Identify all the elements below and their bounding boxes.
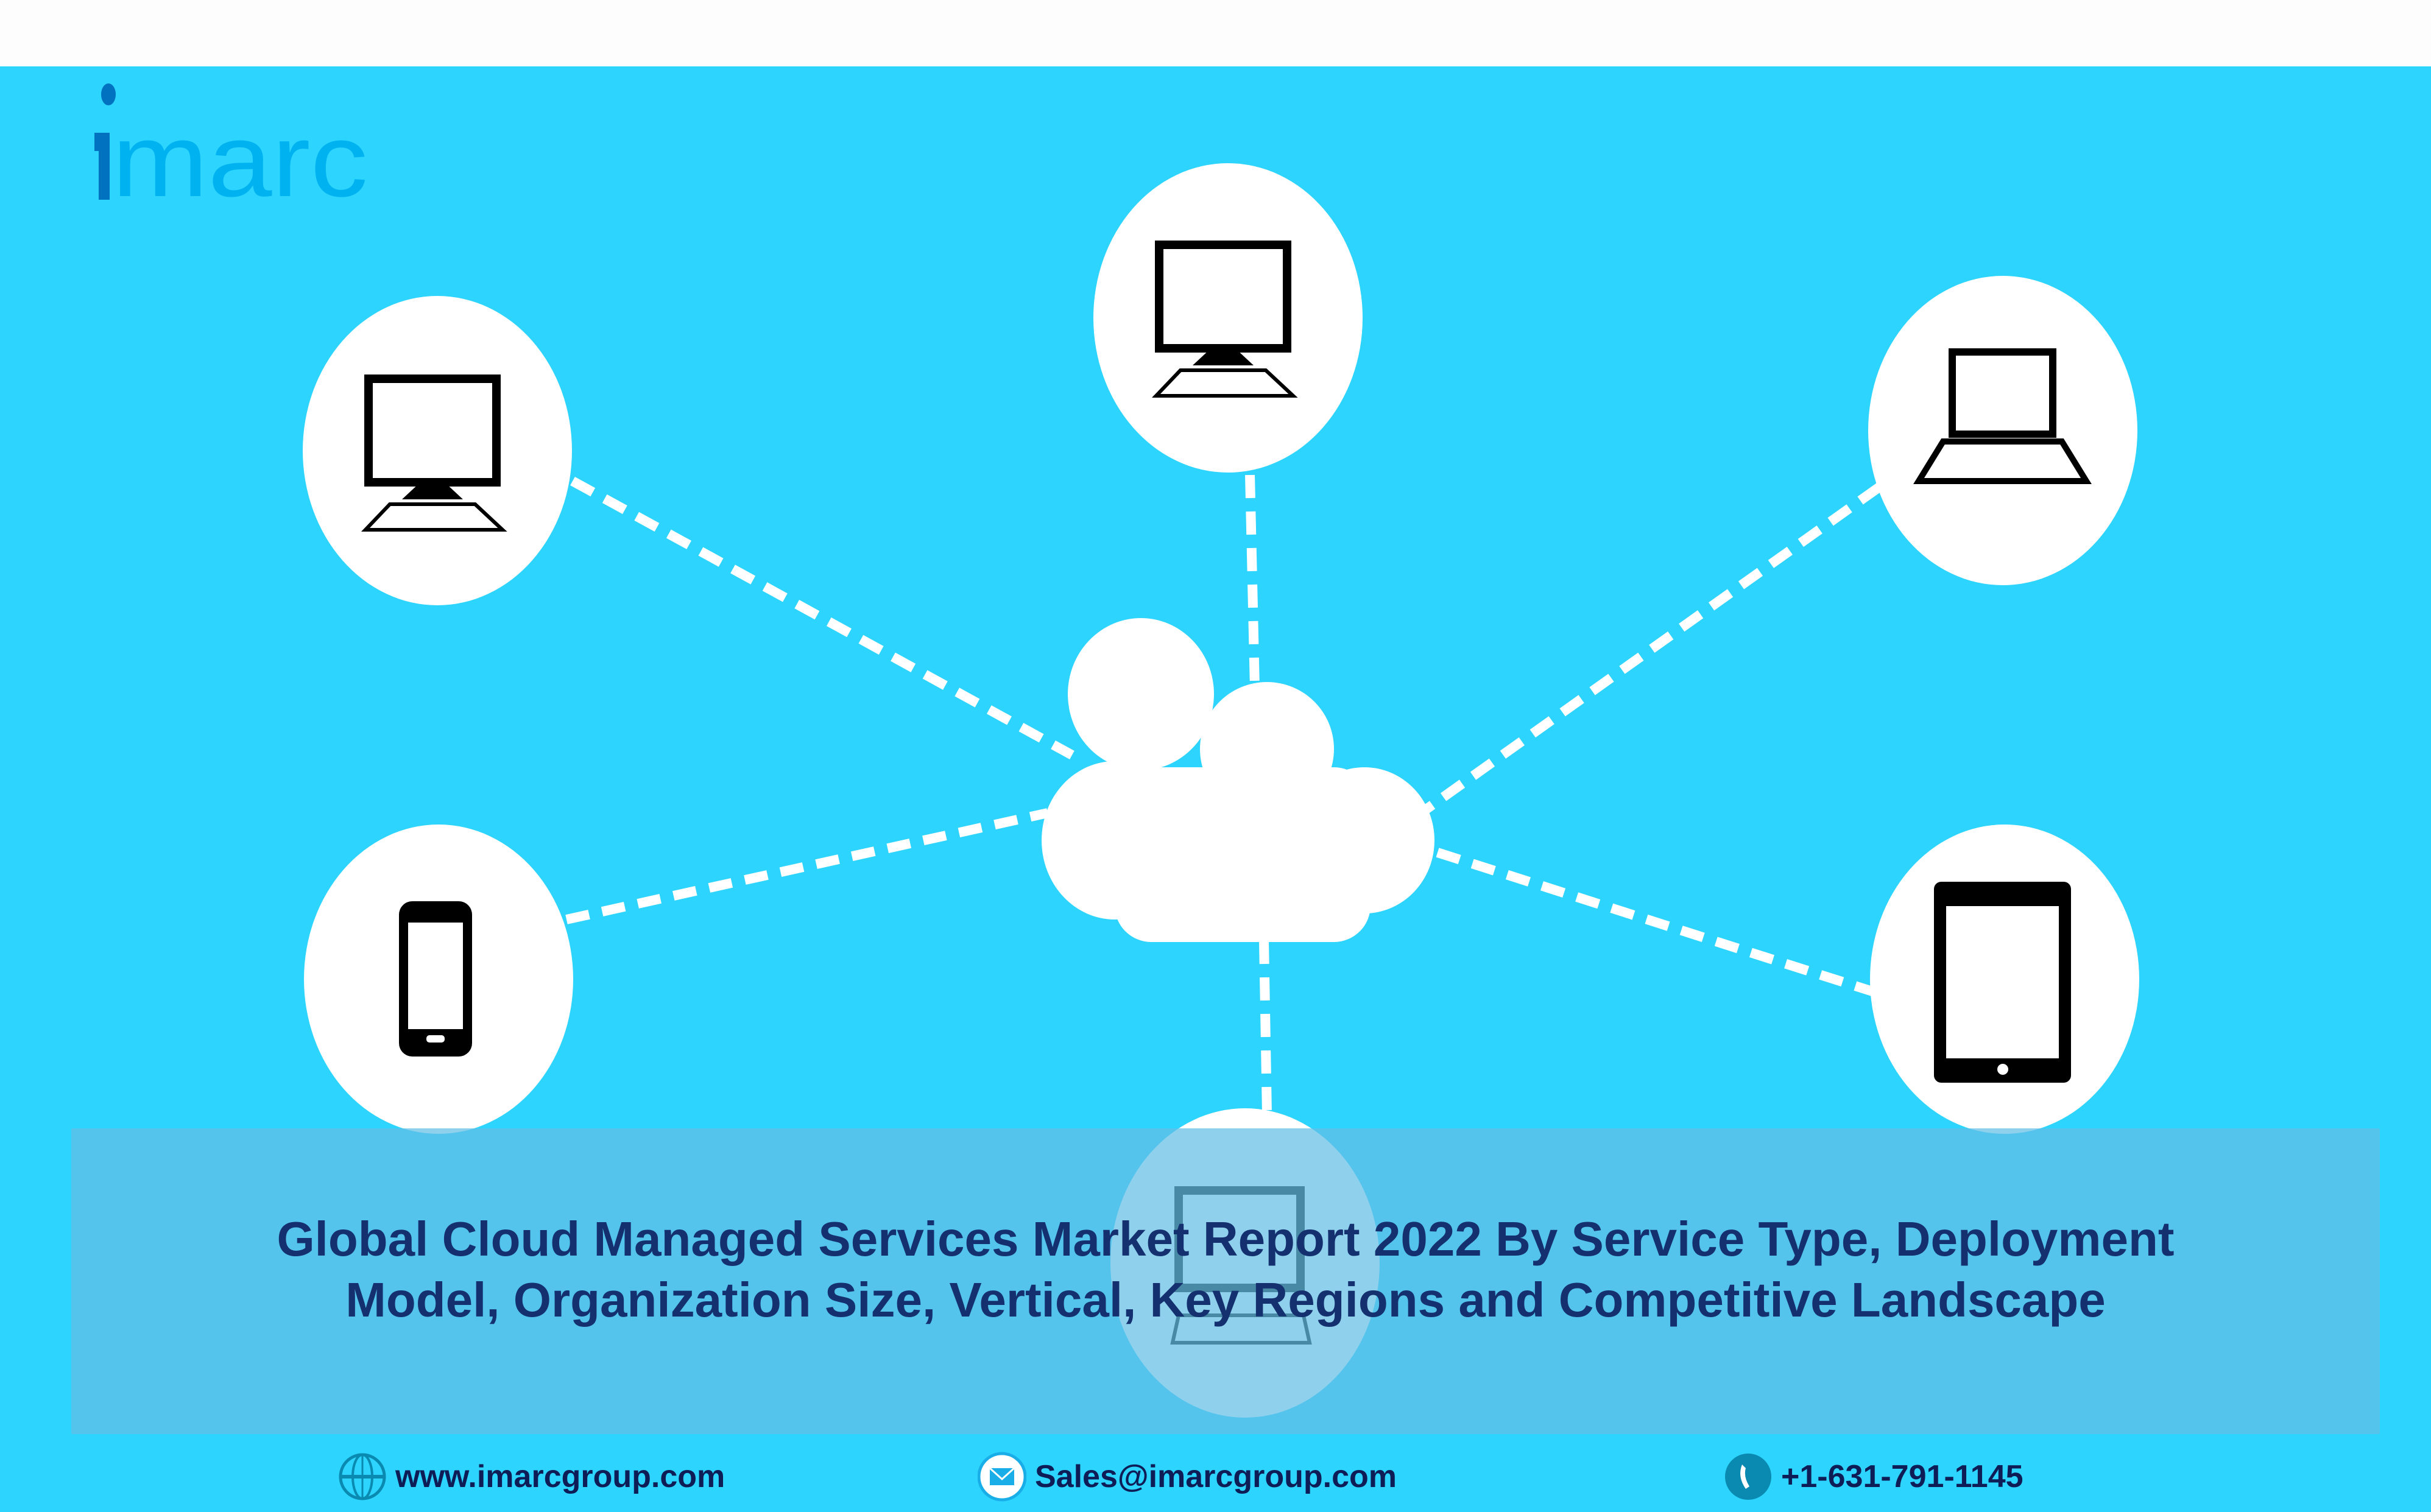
tablet-icon	[1934, 882, 2071, 1083]
laptop-icon	[1913, 348, 2092, 484]
desktop-icon	[361, 374, 507, 532]
report-title: Global Cloud Managed Services Market Rep…	[71, 1209, 2380, 1331]
svg-text:marc: marc	[112, 103, 368, 207]
phone-link[interactable]: +1-631-791-1145	[1724, 1452, 2023, 1501]
cloud-icon	[1042, 618, 1434, 942]
smartphone-icon	[399, 901, 472, 1057]
report-title-line-1: Global Cloud Managed Services Market Rep…	[277, 1212, 2175, 1266]
dashed-connections	[565, 474, 1882, 1115]
phone-text: +1-631-791-1145	[1781, 1459, 2023, 1494]
report-title-line-2: Model, Organization Size, Vertical, Key …	[345, 1273, 2106, 1327]
globe-icon	[339, 1453, 386, 1500]
title-banner	[71, 1128, 2380, 1434]
email-icon	[978, 1452, 1026, 1502]
email-text: Sales@imarcgroup.com	[1035, 1459, 1397, 1494]
top-white-band	[0, 0, 2431, 66]
imarc-logo: marc	[94, 83, 368, 207]
desktop-icon	[1152, 241, 1298, 398]
website-text: www.imarcgroup.com	[395, 1459, 725, 1494]
website-link[interactable]: www.imarcgroup.com	[338, 1452, 725, 1501]
phone-icon	[1725, 1454, 1771, 1500]
email-link[interactable]: Sales@imarcgroup.com	[978, 1452, 1397, 1502]
